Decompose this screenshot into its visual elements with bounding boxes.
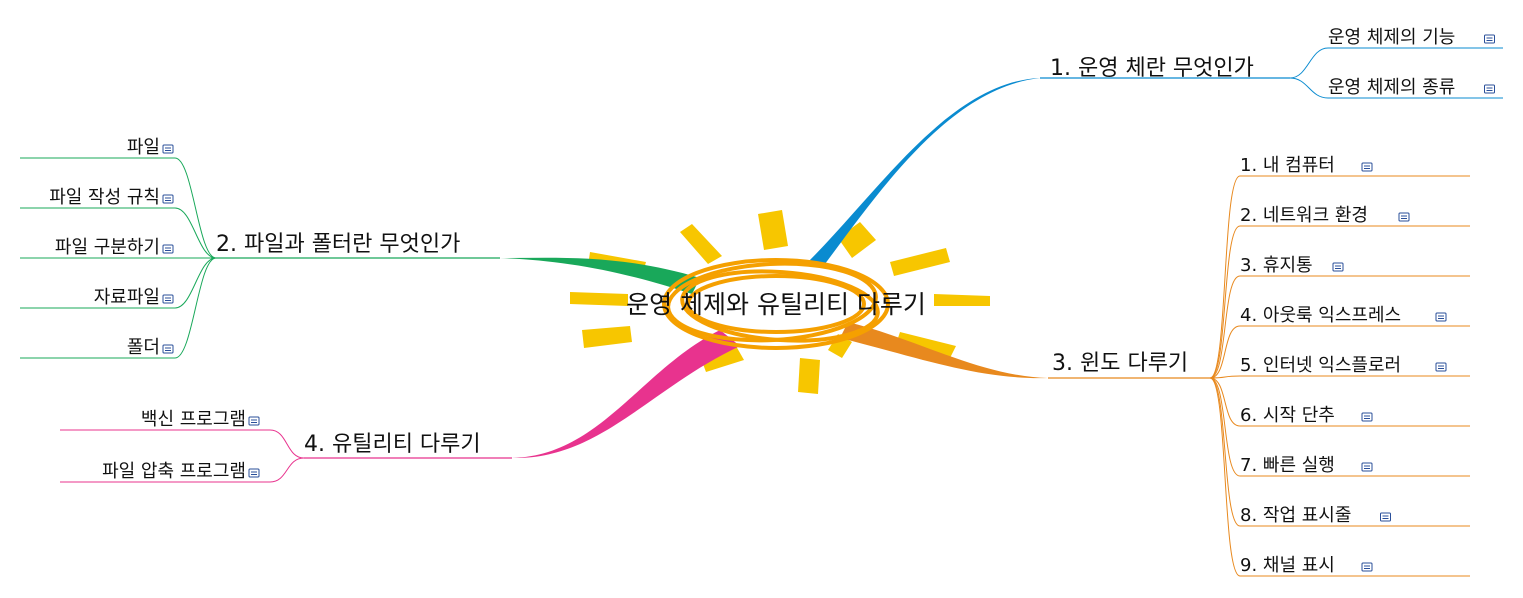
note-icon[interactable]	[1435, 362, 1447, 372]
note-icon[interactable]	[162, 244, 174, 254]
subtopic[interactable]: 4. 아웃룩 익스프레스	[1240, 305, 1401, 326]
branch-connector-os	[808, 78, 1040, 268]
subtopic[interactable]: 7. 빠른 실행	[1240, 455, 1335, 476]
branch-connector-window	[840, 322, 1048, 379]
note-icon[interactable]	[1398, 212, 1410, 222]
subtopic[interactable]: 운영 체제의 기능	[1328, 27, 1455, 48]
subtopic[interactable]: 운영 체제의 종류	[1328, 77, 1455, 98]
subtopic-connector	[20, 157, 217, 259]
note-icon[interactable]	[1361, 562, 1373, 572]
subtopic[interactable]: 자료파일	[94, 287, 160, 308]
subtopic[interactable]: 9. 채널 표시	[1240, 555, 1335, 576]
note-icon[interactable]	[1361, 462, 1373, 472]
subtopic-connector	[60, 457, 305, 483]
subtopic-connector	[20, 207, 217, 259]
sun-ray	[934, 294, 990, 306]
branch-topic-file[interactable]: 2. 파일과 폴터란 무엇인가	[216, 232, 460, 257]
subtopic[interactable]: 6. 시작 단추	[1240, 405, 1335, 426]
subtopic[interactable]: 3. 휴지통	[1240, 255, 1313, 276]
subtopic[interactable]: 파일 구분하기	[55, 237, 160, 258]
branch-topic-util[interactable]: 4. 유틸리티 다루기	[304, 432, 481, 457]
note-icon[interactable]	[1435, 312, 1447, 322]
subtopic-connector	[20, 257, 217, 309]
note-icon[interactable]	[1361, 162, 1373, 172]
subtopic-connector	[1209, 377, 1470, 427]
subtopic[interactable]: 5. 인터넷 익스플로러	[1240, 355, 1401, 376]
subtopic-connector	[1209, 377, 1470, 477]
subtopic-connector	[1209, 377, 1470, 577]
subtopic-connector	[60, 429, 305, 459]
subtopic[interactable]: 파일	[127, 137, 160, 158]
note-icon[interactable]	[1361, 412, 1373, 422]
subtopic-connector	[1209, 275, 1470, 379]
subtopic[interactable]: 2. 네트워크 환경	[1240, 205, 1368, 226]
subtopic-connector	[1209, 375, 1470, 379]
note-icon[interactable]	[1380, 512, 1391, 522]
branch-topic-os[interactable]: 1. 운영 체란 무엇인가	[1050, 56, 1254, 81]
sun-ray	[896, 332, 956, 358]
note-icon[interactable]	[162, 144, 174, 154]
subtopic-connector	[1209, 175, 1470, 379]
branch-connector-file	[500, 257, 700, 294]
subtopic[interactable]: 폴더	[127, 337, 160, 358]
topic-lines	[20, 47, 1503, 577]
subtopic-connector	[1209, 325, 1470, 379]
note-icon[interactable]	[1484, 34, 1495, 44]
subtopic[interactable]: 파일 압축 프로그램	[102, 461, 246, 482]
note-icon[interactable]	[1484, 84, 1495, 94]
note-icon[interactable]	[162, 194, 174, 204]
note-icon[interactable]	[162, 294, 174, 304]
sun-ray	[680, 224, 722, 264]
subtopic[interactable]: 1. 내 컴퓨터	[1240, 155, 1335, 176]
subtopic-connector	[1289, 47, 1503, 79]
subtopic[interactable]: 8. 작업 표시줄	[1240, 505, 1351, 526]
note-icon[interactable]	[162, 344, 174, 354]
note-icon[interactable]	[248, 416, 260, 426]
sun-ray	[890, 248, 950, 276]
subtopic-connector	[1209, 377, 1470, 527]
subtopic[interactable]: 백신 프로그램	[141, 409, 246, 430]
central-topic[interactable]: 운영 체제와 유틸리티 다루기	[626, 290, 926, 319]
subtopic-connector	[1209, 225, 1470, 379]
branch-topic-window[interactable]: 3. 윈도 다루기	[1052, 351, 1188, 376]
sun-ray	[700, 346, 744, 372]
sun-ray	[798, 358, 820, 394]
subtopic-connector	[1289, 77, 1503, 99]
subtopic-connector	[20, 257, 217, 359]
center-ring	[662, 258, 890, 350]
sun-ray	[758, 210, 788, 250]
sun-ray	[570, 292, 628, 306]
subtopic[interactable]: 파일 작성 규칙	[49, 187, 160, 208]
sun-ray	[582, 326, 632, 348]
sun-ray	[838, 222, 876, 258]
note-icon[interactable]	[248, 468, 260, 478]
note-icon[interactable]	[1332, 262, 1344, 272]
branch-connector-util	[512, 330, 740, 459]
